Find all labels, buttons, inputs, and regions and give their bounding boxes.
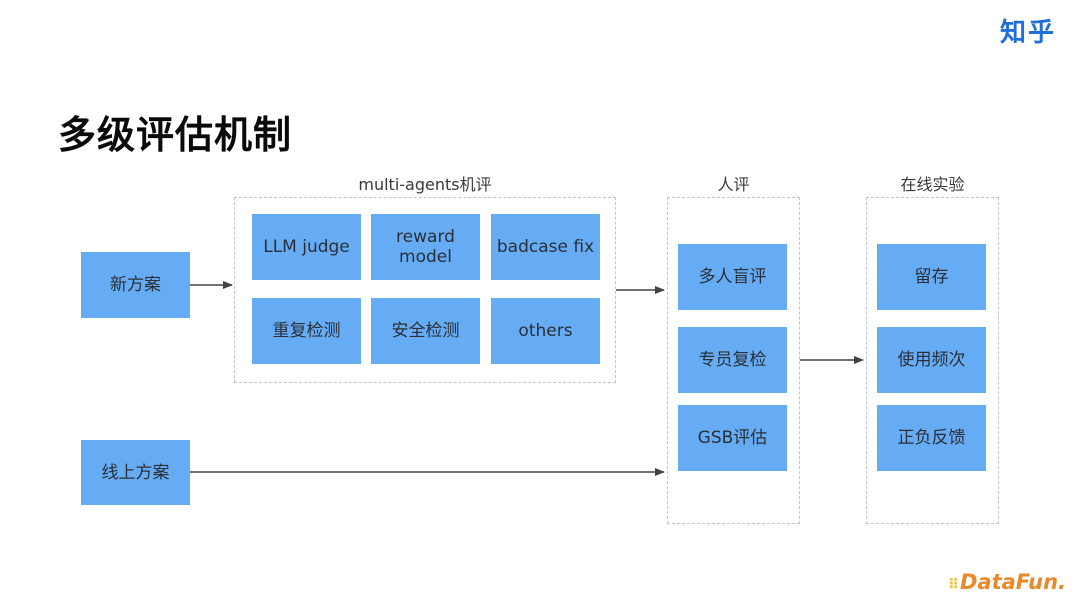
llm-judge-box: LLM judge xyxy=(252,214,361,280)
zhihu-brand-logo: 知乎 xyxy=(1000,18,1057,48)
blind-review-box: 多人盲评 xyxy=(678,244,787,310)
human-eval-group xyxy=(667,197,800,524)
multi-agents-group-label: multi-agents机评 xyxy=(358,175,492,194)
feedback-box: 正负反馈 xyxy=(877,405,986,471)
usage-frequency-box: 使用频次 xyxy=(877,327,986,393)
badcase-fix-box: badcase fix xyxy=(491,214,600,280)
duplicate-check-box: 重复检测 xyxy=(252,298,361,364)
safety-check-box: 安全检测 xyxy=(371,298,480,364)
datafun-logo: ⠿DataFun. xyxy=(948,570,1066,594)
multi-agents-group xyxy=(234,197,616,383)
new-plan-box: 新方案 xyxy=(81,252,190,318)
online-plan-box: 线上方案 xyxy=(81,440,190,505)
datafun-logo-text: DataFun. xyxy=(959,570,1066,594)
reward-model-box: reward model xyxy=(371,214,480,280)
gsb-eval-box: GSB评估 xyxy=(678,405,787,471)
datafun-dots-icon: ⠿ xyxy=(948,577,959,593)
human-eval-group-label: 人评 xyxy=(717,175,750,194)
slide-title: 多级评估机制 xyxy=(58,113,293,157)
expert-recheck-box: 专员复检 xyxy=(678,327,787,393)
online-exp-group xyxy=(866,197,999,524)
retention-box: 留存 xyxy=(877,244,986,310)
online-exp-group-label: 在线实验 xyxy=(900,175,965,194)
others-box: others xyxy=(491,298,600,364)
